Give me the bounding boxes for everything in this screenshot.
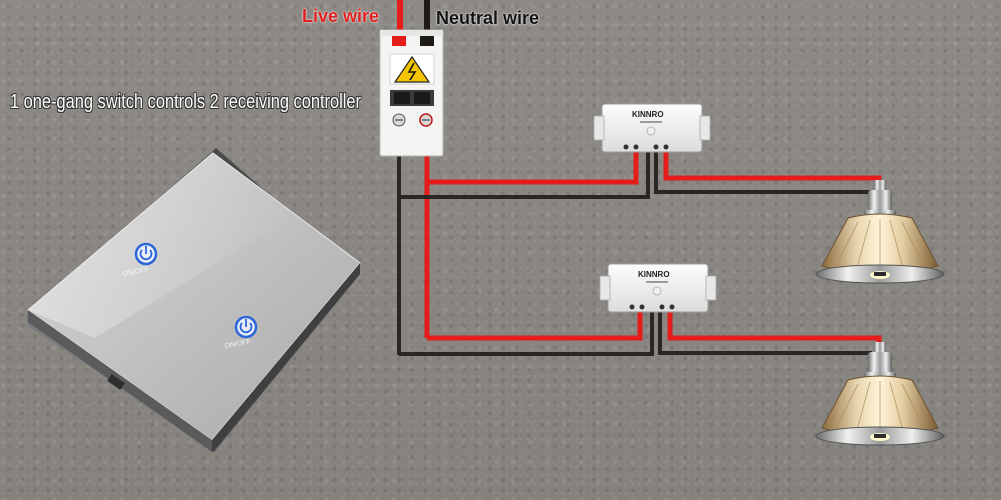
receiver-controller-1: KINNRO (593, 103, 711, 153)
wires (397, 0, 882, 356)
neutral-wire-to-lamp-1 (654, 152, 872, 194)
neutral-wire-to-lamp-2 (658, 312, 872, 355)
live-wire-to-receiver-1 (427, 152, 639, 185)
touch-button-1[interactable] (134, 242, 158, 266)
breaker-terminal-live-in (392, 36, 406, 46)
pendant-lamp-1 (815, 180, 945, 284)
breaker-terminal-neutral-in (420, 36, 434, 46)
live-wire-label: Live wire (302, 6, 380, 26)
live-wire-to-lamp-2 (667, 312, 882, 348)
power-icon (239, 322, 253, 334)
receiver-2-indicator (652, 286, 662, 296)
neutral-wire-to-receiver-1 (399, 152, 650, 199)
diagram-title: 1 one-gang switch controls 2 receiving c… (10, 91, 361, 113)
touch-button-2[interactable] (234, 315, 258, 339)
touch-button-1-label: ON/OFF (122, 266, 149, 277)
receiver-2-brand: KINNRO (638, 270, 670, 279)
receiver-controller-2: KINNRO (599, 263, 717, 313)
touch-button-2-label: ON/OFF (224, 338, 251, 349)
power-icon (139, 249, 153, 261)
circuit-breaker (379, 29, 444, 157)
touch-switch-panel (26, 148, 361, 452)
live-wire-to-receiver-2 (427, 312, 643, 341)
high-voltage-warning-icon (393, 55, 431, 83)
live-wire-to-lamp-1 (663, 152, 882, 186)
neutral-wire-label: Neutral wire (436, 8, 540, 28)
receiver-1-indicator (646, 126, 656, 136)
receiver-1-brand: KINNRO (632, 110, 664, 119)
pendant-lamp-2 (815, 342, 945, 446)
neutral-wire-to-receiver-2 (399, 312, 654, 356)
